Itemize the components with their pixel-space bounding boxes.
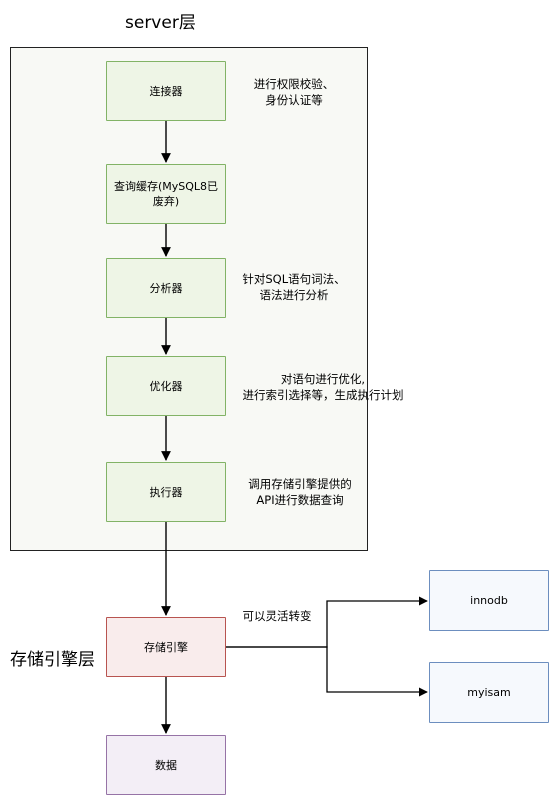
connector-note: 进行权限校验、 身份认证等 <box>253 77 335 107</box>
myisam-node: myisam <box>429 662 549 723</box>
query-cache-node: 查询缓存(MySQL8已 废弃) <box>106 164 226 224</box>
executor-note: 调用存储引擎提供的 API进行数据查询 <box>248 477 352 507</box>
innodb-label: innodb <box>470 594 508 607</box>
switch-note: 可以灵活转变 <box>242 609 312 623</box>
server-layer-title: server层 <box>125 13 196 33</box>
analyzer-node: 分析器 <box>106 258 226 318</box>
optimizer-note: 对语句进行优化, 进行索引选择等，生成执行计划 <box>242 372 404 402</box>
query-cache-label: 查询缓存(MySQL8已 废弃) <box>113 180 219 208</box>
innodb-node: innodb <box>429 570 549 631</box>
executor-node: 执行器 <box>106 462 226 522</box>
arrow-engine-to-innodb <box>226 596 428 648</box>
analyzer-note: 针对SQL语句词法、 语法进行分析 <box>242 272 346 302</box>
storage-engine-node: 存储引擎 <box>106 617 226 677</box>
analyzer-label: 分析器 <box>149 281 183 295</box>
data-node: 数据 <box>106 735 226 795</box>
storage-layer-title: 存储引擎层 <box>10 650 95 670</box>
data-label: 数据 <box>155 758 177 772</box>
connector-node: 连接器 <box>106 61 226 121</box>
optimizer-label: 优化器 <box>149 379 183 393</box>
storage-engine-label: 存储引擎 <box>144 640 188 654</box>
connector-label: 连接器 <box>149 84 183 98</box>
myisam-label: myisam <box>467 686 511 699</box>
optimizer-node: 优化器 <box>106 356 226 416</box>
executor-label: 执行器 <box>149 485 183 499</box>
arrow-engine-to-myisam <box>226 646 428 697</box>
